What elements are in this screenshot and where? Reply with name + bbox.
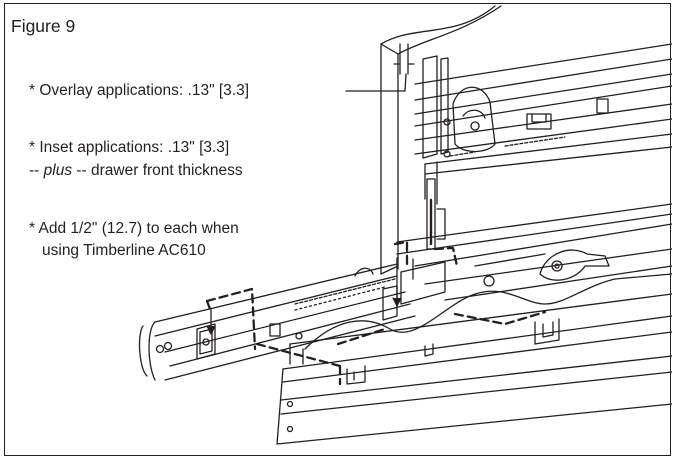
- mounting-bracket-dashed-outlines: [205, 240, 547, 386]
- add-note-line2: using Timberline AC610: [42, 242, 206, 259]
- inset-note-line2: -- plus -- drawer front thickness: [29, 162, 243, 180]
- cabinet-member-upper: [414, 43, 672, 205]
- drawer-member: [138, 261, 446, 381]
- inset-note-suffix: -- drawer front thickness: [72, 162, 243, 179]
- add-note-line1: * Add 1/2" (12.7) to each when: [29, 220, 239, 237]
- placement-arrows: [206, 257, 414, 335]
- rear-socket-bracket: [426, 178, 446, 250]
- inset-note-line1: * Inset applications: .13" [3.3]: [29, 139, 230, 156]
- cabinet-side-panel: [380, 5, 502, 275]
- drawer-front-panel: [276, 273, 672, 445]
- cabinet-member-lower: [396, 203, 672, 301]
- overlay-note: * Overlay applications: .13" [3.3]: [29, 82, 250, 99]
- inset-note-plus: plus: [43, 162, 73, 179]
- figure-frame: Figure 9 * Overlay applications: .13" [3…: [4, 3, 672, 456]
- figure-title: Figure 9: [11, 16, 76, 36]
- overlay-dimension-callout: [345, 43, 415, 92]
- drawer-slide-illustration: [138, 5, 672, 445]
- inset-note-prefix: --: [29, 162, 44, 179]
